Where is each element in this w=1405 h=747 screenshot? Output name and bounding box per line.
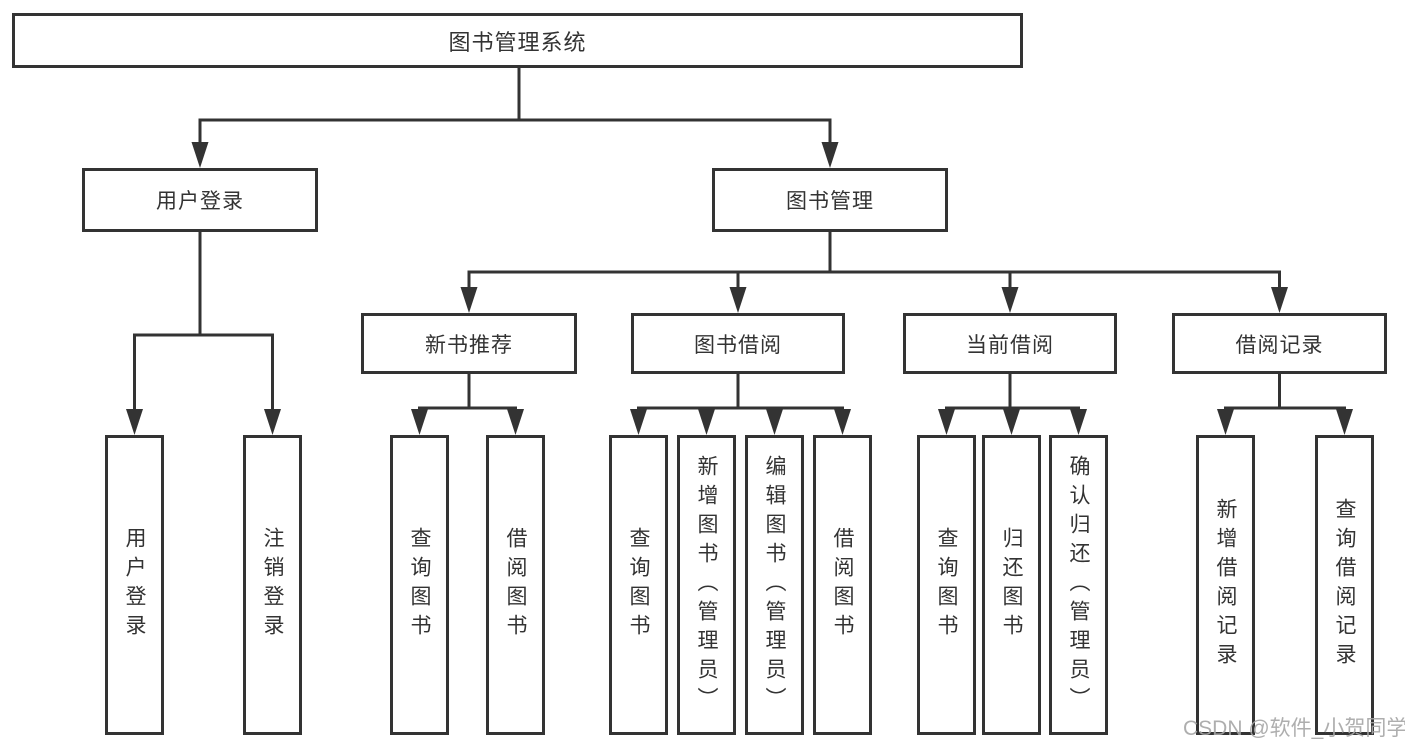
leaf-label: 查询图书: [408, 527, 431, 643]
arrow-icon: [766, 409, 783, 435]
arrow-icon: [1001, 287, 1019, 313]
leaf-label: 借阅图书: [831, 527, 854, 643]
arrow-icon: [1271, 287, 1288, 313]
leaf-return-books: 归还图书: [982, 435, 1041, 735]
node-user-login: 用户登录: [82, 168, 318, 232]
leaf-add-borrow-record: 新增借阅记录: [1196, 435, 1255, 735]
leaf-user-login: 用户登录: [105, 435, 164, 735]
arrow-icon: [630, 409, 647, 435]
leaf-label: 确认归还（管理员）: [1067, 454, 1090, 716]
node-label: 新书推荐: [425, 333, 513, 357]
leaf-borrow-books-borrow: 借阅图书: [813, 435, 872, 735]
connector-currentborrow-to-leaves: [945, 372, 1080, 420]
node-label: 当前借阅: [966, 333, 1054, 357]
arrow-icon: [729, 287, 747, 313]
node-new-book-recommend: 新书推荐: [361, 313, 577, 374]
connector-records-to-leaves: [1224, 372, 1346, 420]
arrow-icon: [698, 409, 715, 435]
arrow-icon: [460, 287, 478, 313]
connector-bookmgmt-to-level3: [467, 230, 1281, 297]
arrow-icon: [264, 409, 281, 435]
leaf-query-books-current: 查询图书: [917, 435, 976, 735]
arrow-icon: [411, 409, 428, 435]
leaf-label: 查询借阅记录: [1333, 498, 1356, 672]
arrow-icon: [938, 409, 955, 435]
leaf-label: 新增图书（管理员）: [695, 454, 718, 716]
node-book-management: 图书管理: [712, 168, 948, 232]
node-label: 用户登录: [156, 190, 244, 213]
leaf-label: 借阅图书: [504, 527, 527, 643]
leaf-label: 查询图书: [627, 527, 650, 643]
leaf-edit-book-admin: 编辑图书（管理员）: [745, 435, 804, 735]
leaf-query-borrow-record: 查询借阅记录: [1315, 435, 1374, 735]
arrow-icon: [126, 409, 143, 435]
leaf-label: 查询图书: [935, 527, 958, 643]
leaf-label: 新增借阅记录: [1214, 498, 1237, 672]
connector-userlogin-to-leaves: [133, 230, 274, 420]
node-library-management-system: 图书管理系统: [12, 13, 1023, 68]
leaf-label: 归还图书: [1000, 527, 1023, 643]
leaf-label: 用户登录: [123, 527, 146, 643]
leaf-confirm-return-admin: 确认归还（管理员）: [1049, 435, 1108, 735]
node-label: 图书管理: [786, 190, 874, 213]
csdn-watermark: CSDN @软件_小贺同学: [1183, 717, 1405, 740]
leaf-logout: 注销登录: [243, 435, 302, 735]
connector-root-to-level2: [198, 66, 832, 150]
node-label: 图书借阅: [694, 333, 782, 357]
arrow-icon: [1336, 409, 1353, 435]
node-current-borrow: 当前借阅: [903, 313, 1117, 374]
leaf-label: 注销登录: [261, 527, 284, 643]
node-label: 借阅记录: [1235, 333, 1324, 357]
node-book-borrow: 图书借阅: [631, 313, 845, 374]
leaf-borrow-books-newbook: 借阅图书: [486, 435, 545, 735]
arrow-icon: [1003, 409, 1020, 435]
node-label: 图书管理系统: [448, 29, 587, 55]
leaf-label: 编辑图书（管理员）: [763, 454, 786, 716]
arrow-icon: [834, 409, 851, 435]
arrow-icon: [821, 142, 839, 168]
connector-newbook-to-leaves: [418, 372, 517, 420]
leaf-query-books-borrow: 查询图书: [609, 435, 668, 735]
leaf-query-books-newbook: 查询图书: [390, 435, 449, 735]
leaf-add-book-admin: 新增图书（管理员）: [677, 435, 736, 735]
node-borrow-records: 借阅记录: [1172, 313, 1387, 374]
arrow-icon: [507, 409, 524, 435]
connector-bookborrow-to-leaves: [637, 372, 844, 420]
arrow-icon: [191, 142, 209, 168]
arrow-icon: [1217, 409, 1234, 435]
arrow-icon: [1070, 409, 1087, 435]
